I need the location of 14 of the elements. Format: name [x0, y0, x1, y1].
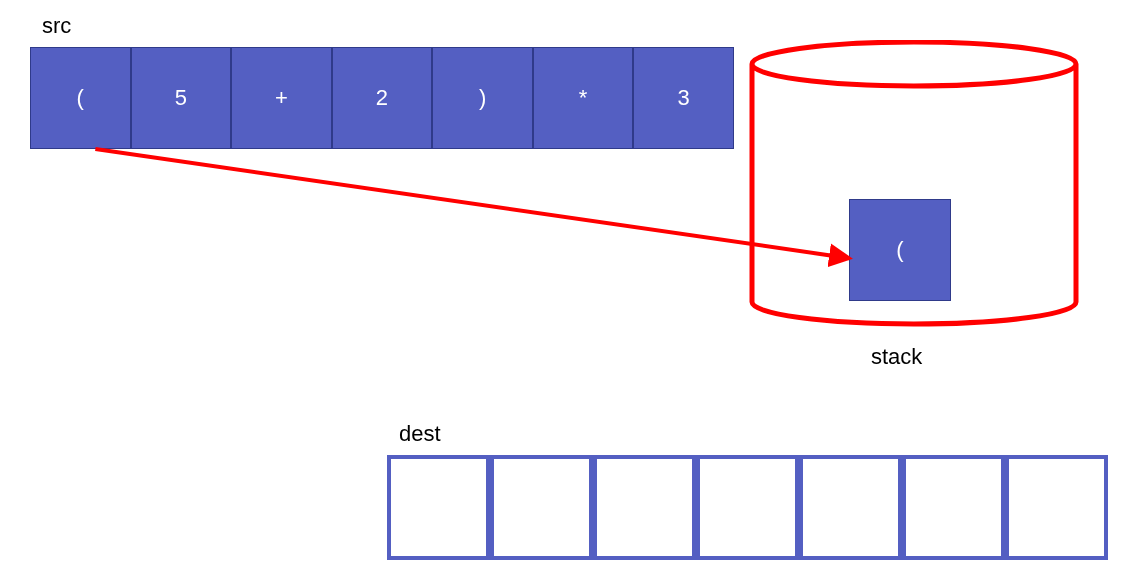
empty-cell — [1005, 455, 1108, 560]
arrow — [95, 147, 853, 268]
array-cell: ( — [849, 199, 951, 301]
array-cell: ( — [30, 47, 131, 149]
array-cell: + — [231, 47, 332, 149]
array-cell: * — [532, 47, 634, 149]
empty-cell — [387, 455, 490, 560]
array-cell: 5 — [130, 47, 232, 149]
array-cell: ) — [432, 47, 533, 149]
array-label: src — [42, 13, 72, 39]
stack-label: stack — [871, 344, 923, 370]
array-cell: 2 — [331, 47, 433, 149]
array-cell: 3 — [633, 47, 734, 149]
array-label: dest — [399, 421, 441, 447]
